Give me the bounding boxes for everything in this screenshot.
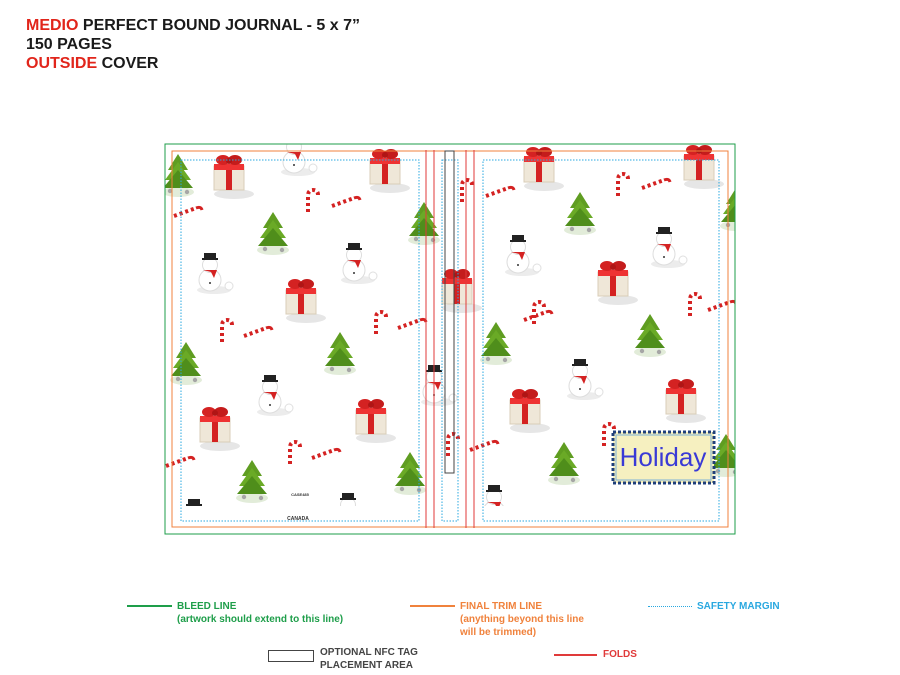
- legend-bleed-note: (artwork should extend to this line): [177, 614, 344, 625]
- page-title: MEDIO PERFECT BOUND JOURNAL - 5 x 7” 150…: [26, 16, 360, 73]
- bleed-line-swatch: [127, 605, 172, 607]
- folds-swatch: [554, 654, 597, 656]
- legend-trim-note-2: will be trimmed): [460, 627, 537, 638]
- legend-trim-title: FINAL TRIM LINE: [460, 601, 543, 612]
- title-line-1: MEDIO PERFECT BOUND JOURNAL - 5 x 7”: [26, 17, 360, 34]
- legend-safety-title: SAFETY MARGIN: [697, 601, 780, 612]
- cover-label: Holiday: [611, 430, 716, 485]
- legend-trim-note-1: (anything beyond this line: [460, 614, 584, 625]
- back-imprint-code: CASE485: [291, 492, 310, 497]
- legend-nfc-title-1: OPTIONAL NFC TAG: [320, 647, 418, 658]
- legend-folds: FOLDS: [603, 648, 637, 661]
- legend-bleed-title: BLEED LINE: [177, 601, 237, 612]
- nfc-swatch: [268, 650, 314, 662]
- legend-folds-title: FOLDS: [603, 649, 637, 660]
- title-line-3: OUTSIDE COVER: [26, 55, 159, 72]
- legend-bleed: BLEED LINE (artwork should extend to thi…: [177, 600, 343, 626]
- safety-margin-swatch: [648, 606, 692, 607]
- back-imprint-country: CANADA: [287, 516, 309, 522]
- legend-safety: SAFETY MARGIN: [697, 600, 780, 613]
- title-line-2: 150 PAGES: [26, 36, 112, 53]
- legend-nfc-title-2: PLACEMENT AREA: [320, 660, 413, 671]
- legend-trim: FINAL TRIM LINE (anything beyond this li…: [460, 600, 584, 639]
- cover-label-text: Holiday: [620, 442, 707, 472]
- nfc-placement-area: [444, 150, 455, 474]
- legend-nfc: OPTIONAL NFC TAG PLACEMENT AREA: [320, 646, 418, 672]
- trim-line-swatch: [410, 605, 455, 607]
